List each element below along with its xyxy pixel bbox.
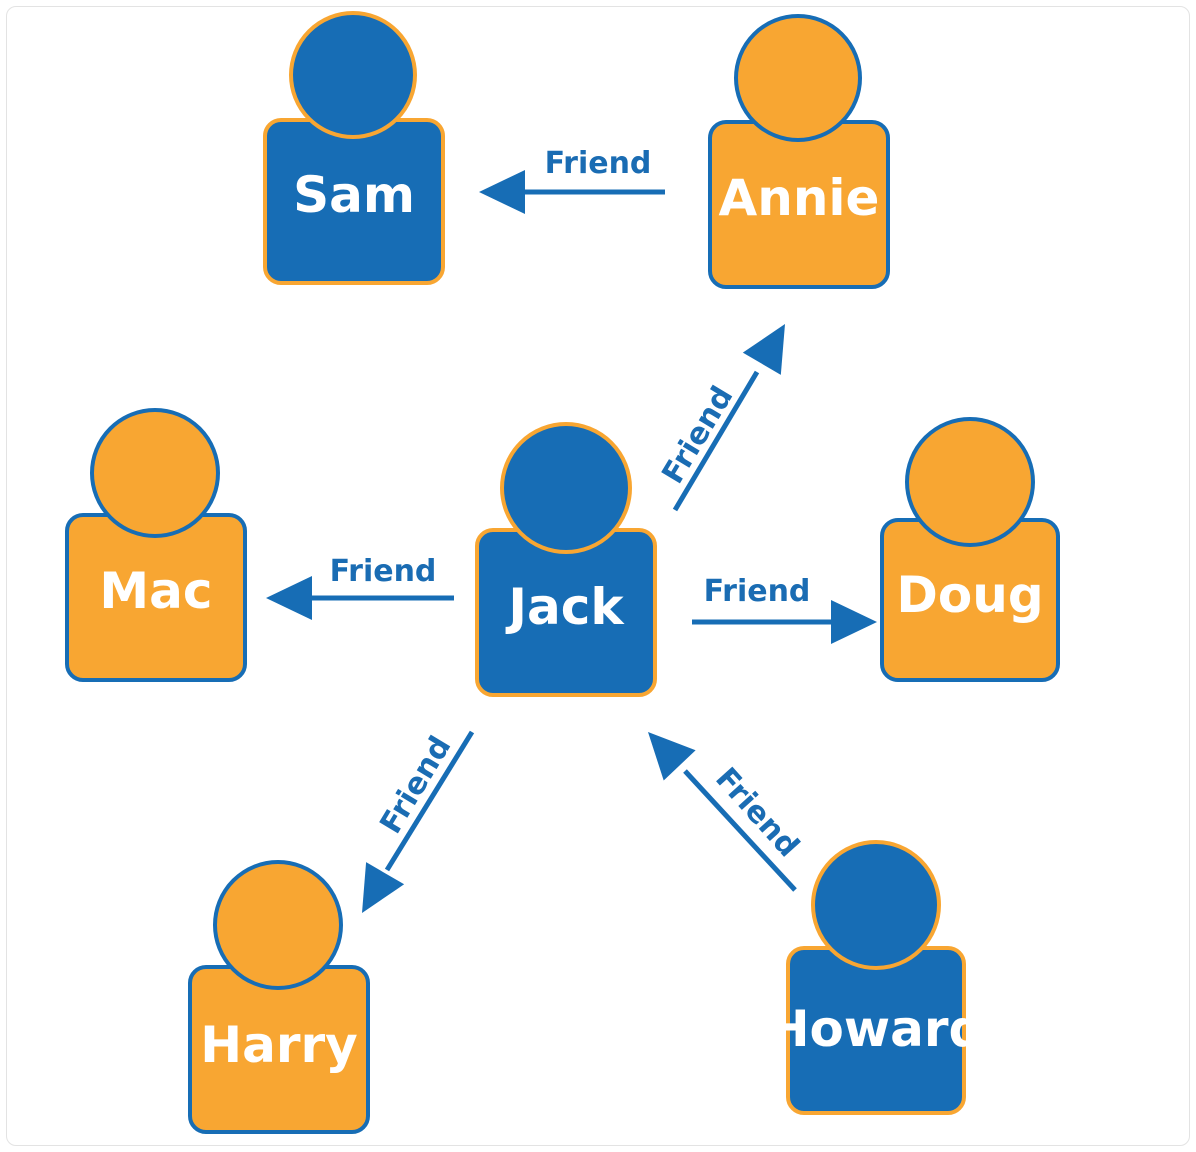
person-head: [734, 14, 862, 142]
arrow-head: [362, 862, 405, 913]
person-head: [905, 417, 1035, 547]
person-name: Jack: [505, 578, 625, 636]
edge-jack-doug: Friend: [692, 574, 877, 644]
arrow-head: [648, 732, 696, 781]
person-sam: Sam: [263, 11, 445, 285]
person-name: Mac: [99, 562, 212, 620]
edge-line: [384, 730, 475, 872]
edge-jack-mac: Friend: [266, 554, 454, 620]
person-howard: Howard: [768, 840, 985, 1115]
edge-annie-sam: Friend: [479, 146, 665, 214]
person-head: [500, 422, 632, 554]
edge-jack-harry: Friend: [362, 730, 475, 913]
person-head: [90, 408, 220, 538]
edge-line: [672, 370, 760, 512]
person-name: Doug: [896, 566, 1043, 624]
person-mac: Mac: [65, 408, 247, 682]
person-doug: Doug: [880, 417, 1060, 682]
person-name: Howard: [768, 1000, 985, 1058]
arrow-head: [266, 576, 312, 620]
edge-line: [683, 769, 797, 892]
person-head: [213, 860, 343, 990]
arrow-head: [742, 324, 785, 375]
person-head: [289, 11, 417, 139]
person-head: [811, 840, 941, 970]
edge-label: Friend: [330, 554, 437, 589]
person-name: Sam: [293, 166, 415, 224]
person-jack: Jack: [475, 422, 657, 697]
person-name: Harry: [200, 1016, 358, 1074]
person-name: Annie: [719, 169, 880, 227]
edge-label: Friend: [704, 574, 811, 609]
person-harry: Harry: [188, 860, 370, 1134]
arrow-head: [831, 600, 877, 644]
edge-jack-annie: Friend: [655, 324, 785, 512]
edge-label: Friend: [545, 146, 652, 181]
edge-howard-jack: Friend: [648, 732, 806, 892]
arrow-head: [479, 170, 525, 214]
person-annie: Annie: [708, 14, 890, 289]
